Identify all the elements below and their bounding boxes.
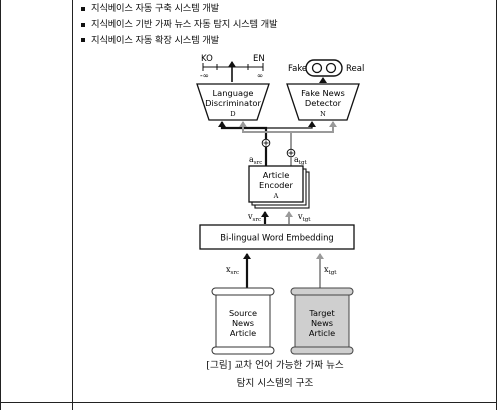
v-src-label: vsrc — [247, 212, 261, 223]
real-dot-icon — [325, 62, 337, 74]
table-right-border — [496, 0, 497, 410]
fake-det-letter: N — [320, 110, 326, 118]
bullet-square-icon — [81, 6, 85, 11]
target-label-2: News — [311, 318, 333, 328]
en-label: EN — [253, 54, 265, 64]
lang-disc-label-2: Discriminator — [205, 98, 261, 108]
fake-dot-icon — [311, 62, 323, 74]
lang-disc-letter: D — [230, 110, 235, 118]
figure-caption-line-2: 탐지 시스템의 구조 — [236, 378, 314, 389]
encoder-output-connections: asrc atgt — [218, 121, 337, 166]
encoder-letter: A — [273, 192, 279, 200]
language-discriminator: Language Discriminator D — [196, 83, 270, 121]
target-news-article: Target News Article — [290, 287, 354, 355]
a-tgt-label: atgt — [294, 155, 308, 166]
figure-caption-line-1: [그림] 교차 언어 가능한 가짜 뉴스 — [206, 360, 344, 371]
bullet-text: 지식베이스 자동 확장 시스템 개발 — [91, 34, 219, 46]
x-src-label: xsrc — [226, 265, 239, 276]
article-input-connections: xsrc xtgt — [226, 253, 337, 290]
fake-det-label-2: Detector — [305, 98, 342, 108]
table-left-border — [0, 0, 1, 410]
source-label-3: Article — [230, 328, 256, 338]
fake-real-indicator: Fake Real — [288, 59, 364, 83]
bullet-item: 지식베이스 자동 확장 시스템 개발 — [78, 33, 488, 49]
source-news-article: Source News Article — [211, 287, 275, 355]
source-label-2: News — [232, 318, 254, 328]
embedding-output-connections: vsrc vtgt — [247, 211, 311, 224]
encoder-label-1: Article — [263, 170, 290, 180]
bullet-text: 지식베이스 기반 가짜 뉴스 자동 탐지 시스템 개발 — [91, 18, 278, 30]
target-label-3: Article — [309, 328, 335, 338]
ko-label: KO — [201, 54, 213, 64]
x-tgt-label: xtgt — [324, 265, 337, 276]
fake-det-label-1: Fake News — [301, 88, 345, 98]
real-label: Real — [346, 64, 364, 74]
bullet-square-icon — [81, 22, 85, 27]
bullet-item: 지식베이스 기반 가짜 뉴스 자동 탐지 시스템 개발 — [78, 17, 488, 33]
table-column-divider — [72, 0, 73, 410]
bilingual-word-embedding: Bi-lingual Word Embedding — [199, 224, 355, 250]
fake-news-detector: Fake News Detector N — [286, 83, 360, 121]
encoder-label-2: Encoder — [259, 180, 294, 190]
lang-disc-label-1: Language — [213, 88, 254, 98]
embedding-label: Bi-lingual Word Embedding — [220, 233, 334, 243]
target-label-1: Target — [308, 308, 335, 318]
article-encoder: Article Encoder A — [248, 165, 310, 209]
a-src-label: asrc — [249, 155, 262, 166]
language-scale: KO EN -∞ ∞ — [200, 54, 265, 82]
bullet-item: 지식베이스 자동 구축 시스템 개발 — [78, 1, 488, 17]
neg-infinity-label: -∞ — [200, 71, 209, 80]
fake-label: Fake — [288, 64, 307, 74]
bullet-text: 지식베이스 자동 구축 시스템 개발 — [91, 3, 219, 14]
bullet-square-icon — [81, 38, 85, 43]
table-bottom-border — [0, 402, 497, 403]
pos-infinity-label: ∞ — [257, 71, 263, 80]
source-label-1: Source — [229, 308, 257, 318]
v-tgt-label: vtgt — [297, 212, 311, 223]
bullet-list: 지식베이스 자동 구축 시스템 개발 지식베이스 기반 가짜 뉴스 자동 탐지 … — [78, 1, 488, 48]
